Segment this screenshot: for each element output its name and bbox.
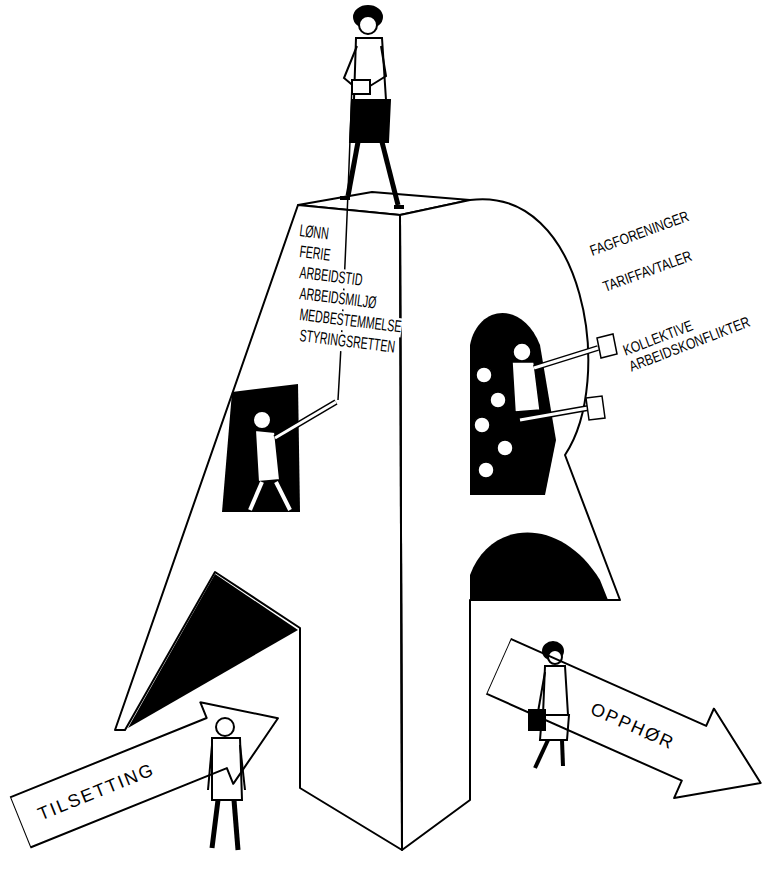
label-text: TARIFFAVTALER (600, 248, 695, 296)
woman-leaving (529, 642, 569, 768)
climbing-man (250, 402, 336, 510)
arrow-label: TILSETTING (33, 758, 160, 825)
a-left-face (115, 205, 402, 850)
a-right-face (400, 199, 620, 850)
arrow-outline-path (478, 621, 780, 827)
label-text: KOLLEKTIVE ARBEIDSKONFLIKTER (620, 298, 753, 375)
arrow-outline-path (4, 678, 295, 864)
label-text: LØNN (298, 222, 331, 244)
window-crowd (470, 313, 556, 495)
woman-on-top (340, 6, 404, 207)
crowd (474, 334, 617, 478)
a-tunnel-right (470, 533, 608, 601)
a-edge (400, 215, 402, 850)
man-entering (208, 718, 245, 850)
window-left (222, 384, 300, 512)
arrow-shape: OPPHØR (478, 621, 782, 830)
label-text: FERIE (298, 243, 332, 265)
arrow-label: OPPHØR (585, 697, 679, 754)
